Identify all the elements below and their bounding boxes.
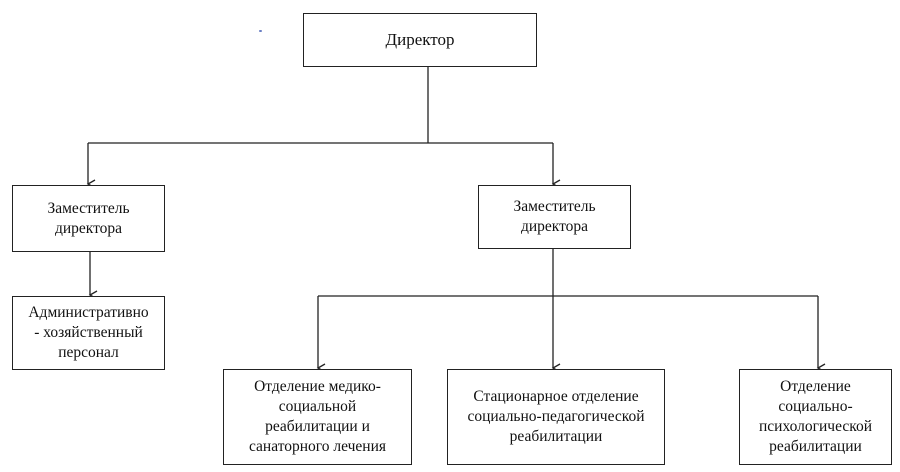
node-stationary: Стационарное отделение социально-педагог… <box>447 369 665 465</box>
scan-speck <box>259 30 262 32</box>
node-deputy-right: Заместитель директора <box>478 185 631 249</box>
node-admin-staff: Административно - хозяйственный персонал <box>12 296 165 370</box>
node-psych: Отделение социально- психологической реа… <box>739 369 892 465</box>
node-deputy-left: Заместитель директора <box>12 185 165 252</box>
node-director: Директор <box>303 13 537 67</box>
node-medical-social: Отделение медико- социальной реабилитаци… <box>223 369 412 465</box>
